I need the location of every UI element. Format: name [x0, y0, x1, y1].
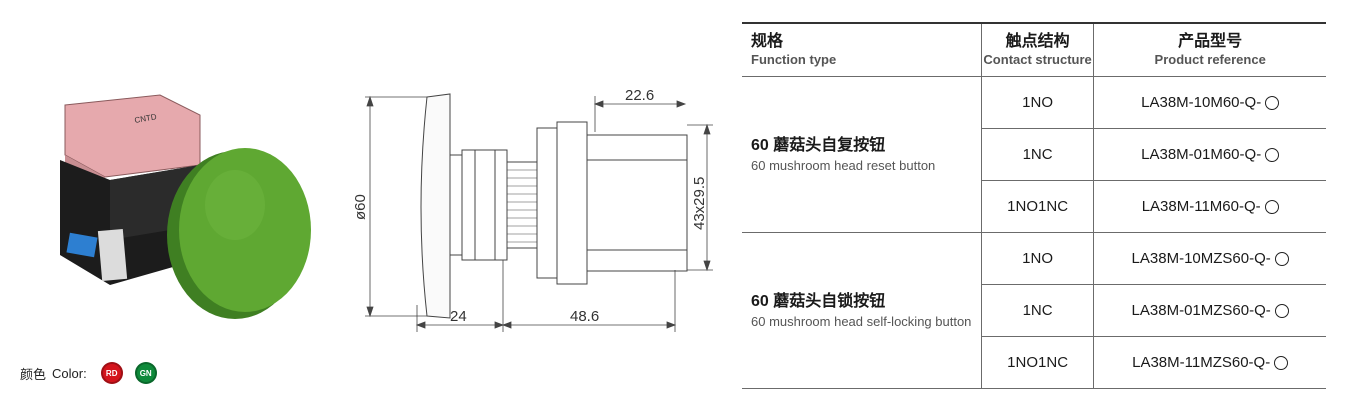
- reference-text: LA38M-11M60-Q-: [1141, 198, 1261, 215]
- reference-text: LA38M-01M60-Q-: [1141, 146, 1262, 163]
- reference-cell: LA38M-01M60-Q-: [1093, 128, 1326, 181]
- table-row: 1NO1NC LA38M-11M60-Q-: [742, 180, 1326, 233]
- table-row: 60 蘑菇头自复按钮 60 mushroom head reset button…: [742, 76, 1326, 233]
- brand-label: CNTD: [134, 112, 158, 125]
- color-option-circle-icon: [1274, 251, 1289, 266]
- reference-cell: LA38M-10MZS60-Q-: [1093, 232, 1326, 285]
- reference-cell: LA38M-01MZS60-Q-: [1093, 284, 1326, 337]
- group-self-locking: 60 蘑菇头自锁按钮 60 mushroom head self-locking…: [742, 232, 982, 389]
- dim-bottom-right: 48.6: [570, 308, 599, 325]
- contact-cell: 1NO1NC: [980, 336, 1094, 389]
- group-title-en: 60 mushroom head reset button: [751, 157, 936, 173]
- contact-cell: 1NO1NC: [980, 180, 1094, 233]
- reference-text: LA38M-11MZS60-Q-: [1132, 354, 1271, 371]
- contact-cell: 1NC: [980, 128, 1094, 181]
- table-row: 1NC LA38M-01MZS60-Q-: [742, 284, 1326, 337]
- color-option-circle-icon: [1265, 147, 1280, 162]
- contact-cell: 1NO: [980, 76, 1094, 129]
- mushroom-head: [167, 148, 311, 319]
- dim-right: 43x29.5: [691, 177, 708, 230]
- group-title-en: 60 mushroom head self-locking button: [751, 313, 972, 329]
- table-header-row: 规格 Function type 触点结构 Contact structure …: [742, 22, 1326, 77]
- color-swatch-red: RD: [100, 362, 123, 384]
- color-legend: 颜色 Color: RD GN: [20, 360, 157, 386]
- reference-cell: LA38M-11MZS60-Q-: [1093, 336, 1326, 389]
- product-photo: CNTD: [60, 94, 311, 319]
- color-option-circle-icon: [1274, 355, 1289, 370]
- header-product-reference: 产品型号 Product reference: [1093, 22, 1326, 77]
- header-en: Function type: [751, 52, 837, 67]
- dim-bottom-left: 24: [450, 308, 467, 325]
- reference-cell: LA38M-11M60-Q-: [1093, 180, 1326, 233]
- spec-table: 规格 Function type 触点结构 Contact structure …: [742, 22, 1326, 389]
- reference-text: LA38M-01MZS60-Q-: [1131, 302, 1271, 319]
- contact-cell: 1NC: [980, 284, 1094, 337]
- header-cn: 产品型号: [1178, 33, 1243, 50]
- header-cn: 规格: [751, 33, 784, 50]
- header-function-type: 规格 Function type: [742, 22, 982, 77]
- contact-cell: 1NO: [980, 232, 1094, 285]
- header-contact-structure: 触点结构 Contact structure: [980, 22, 1094, 77]
- table-row: 1NC LA38M-01M60-Q-: [742, 128, 1326, 181]
- dimension-drawing: 22.6 ø60 43x29.5 24 48.6: [355, 87, 713, 332]
- group-title-cn: 60 蘑菇头自锁按钮: [751, 292, 886, 310]
- reference-cell: LA38M-10M60-Q-: [1093, 76, 1326, 129]
- dim-diameter: ø60: [355, 194, 369, 220]
- group-title-cn: 60 蘑菇头自复按钮: [751, 136, 886, 154]
- color-swatch-green: GN: [134, 362, 157, 384]
- header-cn: 触点结构: [1005, 33, 1070, 50]
- group-reset: 60 蘑菇头自复按钮 60 mushroom head reset button: [742, 76, 982, 233]
- color-option-circle-icon: [1264, 199, 1279, 214]
- header-en: Product reference: [1154, 52, 1266, 67]
- color-option-circle-icon: [1274, 303, 1289, 318]
- header-en: Contact structure: [983, 52, 1092, 67]
- color-label-cn: 颜色: [20, 366, 47, 382]
- table-row: 1NO1NC LA38M-11MZS60-Q-: [742, 336, 1326, 389]
- color-option-circle-icon: [1265, 95, 1280, 110]
- table-row: 60 蘑菇头自锁按钮 60 mushroom head self-locking…: [742, 232, 1326, 389]
- color-label-en: Color:: [52, 365, 87, 381]
- reference-text: LA38M-10M60-Q-: [1141, 94, 1262, 111]
- reference-text: LA38M-10MZS60-Q-: [1131, 250, 1271, 267]
- dim-top: 22.6: [625, 87, 654, 104]
